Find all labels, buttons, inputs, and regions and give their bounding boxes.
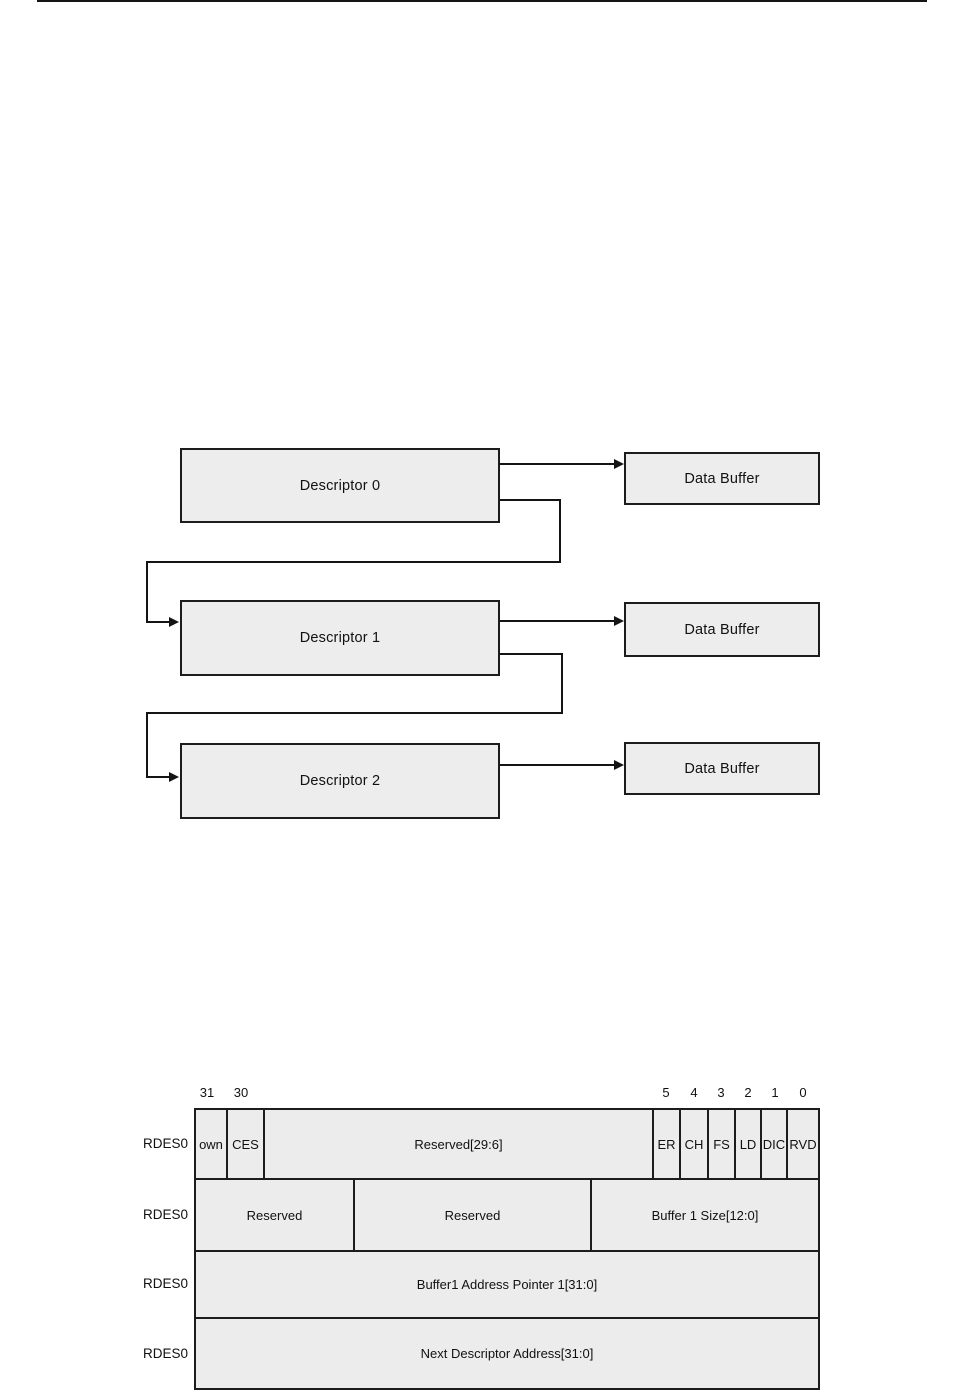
- chain-link-0-segment: [559, 499, 561, 563]
- register-row-1: Reserved Reserved Buffer 1 Size[12:0]: [194, 1178, 820, 1252]
- data-buffer-1-box: Data Buffer: [624, 602, 820, 657]
- bit-label-0: 0: [799, 1085, 807, 1100]
- register-row-3-name: RDES0: [142, 1346, 188, 1361]
- bit-label-2: 2: [744, 1085, 752, 1100]
- field-ld: LD: [736, 1110, 762, 1178]
- field-next-descriptor-address: Next Descriptor Address[31:0]: [420, 1346, 594, 1361]
- chain-link-1-segment: [146, 712, 563, 714]
- arrow-desc2-to-buffer: [500, 764, 616, 766]
- data-buffer-2-label: Data Buffer: [684, 760, 760, 777]
- chain-link-1-segment: [561, 653, 563, 714]
- chain-link-0-segment: [146, 561, 561, 563]
- chain-link-1-segment: [146, 776, 170, 778]
- field-rvd: RVD: [789, 1136, 817, 1152]
- bit-label-31: 31: [199, 1085, 215, 1100]
- bit-label-3: 3: [717, 1085, 725, 1100]
- arrowhead-icon: [169, 772, 179, 782]
- register-row-0: own CES Reserved[29:6] ER CH FS LD DIC R…: [194, 1108, 820, 1180]
- data-buffer-1-label: Data Buffer: [684, 621, 760, 638]
- chain-link-0-segment: [146, 561, 148, 622]
- field-own: own: [196, 1110, 228, 1178]
- field-fs: FS: [709, 1110, 736, 1178]
- arrowhead-icon: [614, 760, 624, 770]
- field-reserved-a: Reserved: [196, 1180, 355, 1250]
- data-buffer-0-label: Data Buffer: [684, 470, 760, 487]
- field-ch: CH: [681, 1110, 709, 1178]
- descriptor-2-box: Descriptor 2: [180, 743, 500, 819]
- bit-label-30: 30: [233, 1085, 249, 1100]
- arrowhead-icon: [614, 616, 624, 626]
- register-row-0-name: RDES0: [142, 1136, 188, 1151]
- descriptor-1-box: Descriptor 1: [180, 600, 500, 676]
- arrowhead-icon: [169, 617, 179, 627]
- page-top-rule: [37, 0, 927, 2]
- field-ces: CES: [228, 1110, 265, 1178]
- chain-link-0-segment: [500, 499, 561, 501]
- descriptor-2-label: Descriptor 2: [299, 773, 381, 789]
- bit-label-4: 4: [690, 1085, 698, 1100]
- arrow-desc0-to-buffer: [500, 463, 616, 465]
- chain-link-1-segment: [500, 653, 563, 655]
- bit-label-5: 5: [662, 1085, 670, 1100]
- field-dic: DIC: [762, 1110, 788, 1178]
- arrowhead-icon: [614, 459, 624, 469]
- data-buffer-2-box: Data Buffer: [624, 742, 820, 795]
- field-reserved-29-6: Reserved[29:6]: [265, 1110, 654, 1178]
- chain-link-0-segment: [146, 621, 170, 623]
- descriptor-0-label: Descriptor 0: [299, 477, 381, 494]
- arrow-desc1-to-buffer: [500, 620, 616, 622]
- bit-label-1: 1: [771, 1085, 779, 1100]
- chain-link-1-segment: [146, 712, 148, 778]
- field-buffer1-size: Buffer 1 Size[12:0]: [651, 1207, 759, 1223]
- register-row-1-name: RDES0: [142, 1207, 188, 1222]
- descriptor-0-box: Descriptor 0: [180, 448, 500, 523]
- field-buffer1-address: Buffer1 Address Pointer 1[31:0]: [416, 1277, 598, 1292]
- register-row-3: Next Descriptor Address[31:0]: [194, 1317, 820, 1390]
- register-row-2: Buffer1 Address Pointer 1[31:0]: [194, 1250, 820, 1319]
- data-buffer-0-box: Data Buffer: [624, 452, 820, 505]
- descriptor-1-label: Descriptor 1: [299, 630, 381, 646]
- register-row-2-name: RDES0: [142, 1276, 188, 1291]
- field-er: ER: [654, 1110, 681, 1178]
- field-reserved-b: Reserved: [355, 1180, 592, 1250]
